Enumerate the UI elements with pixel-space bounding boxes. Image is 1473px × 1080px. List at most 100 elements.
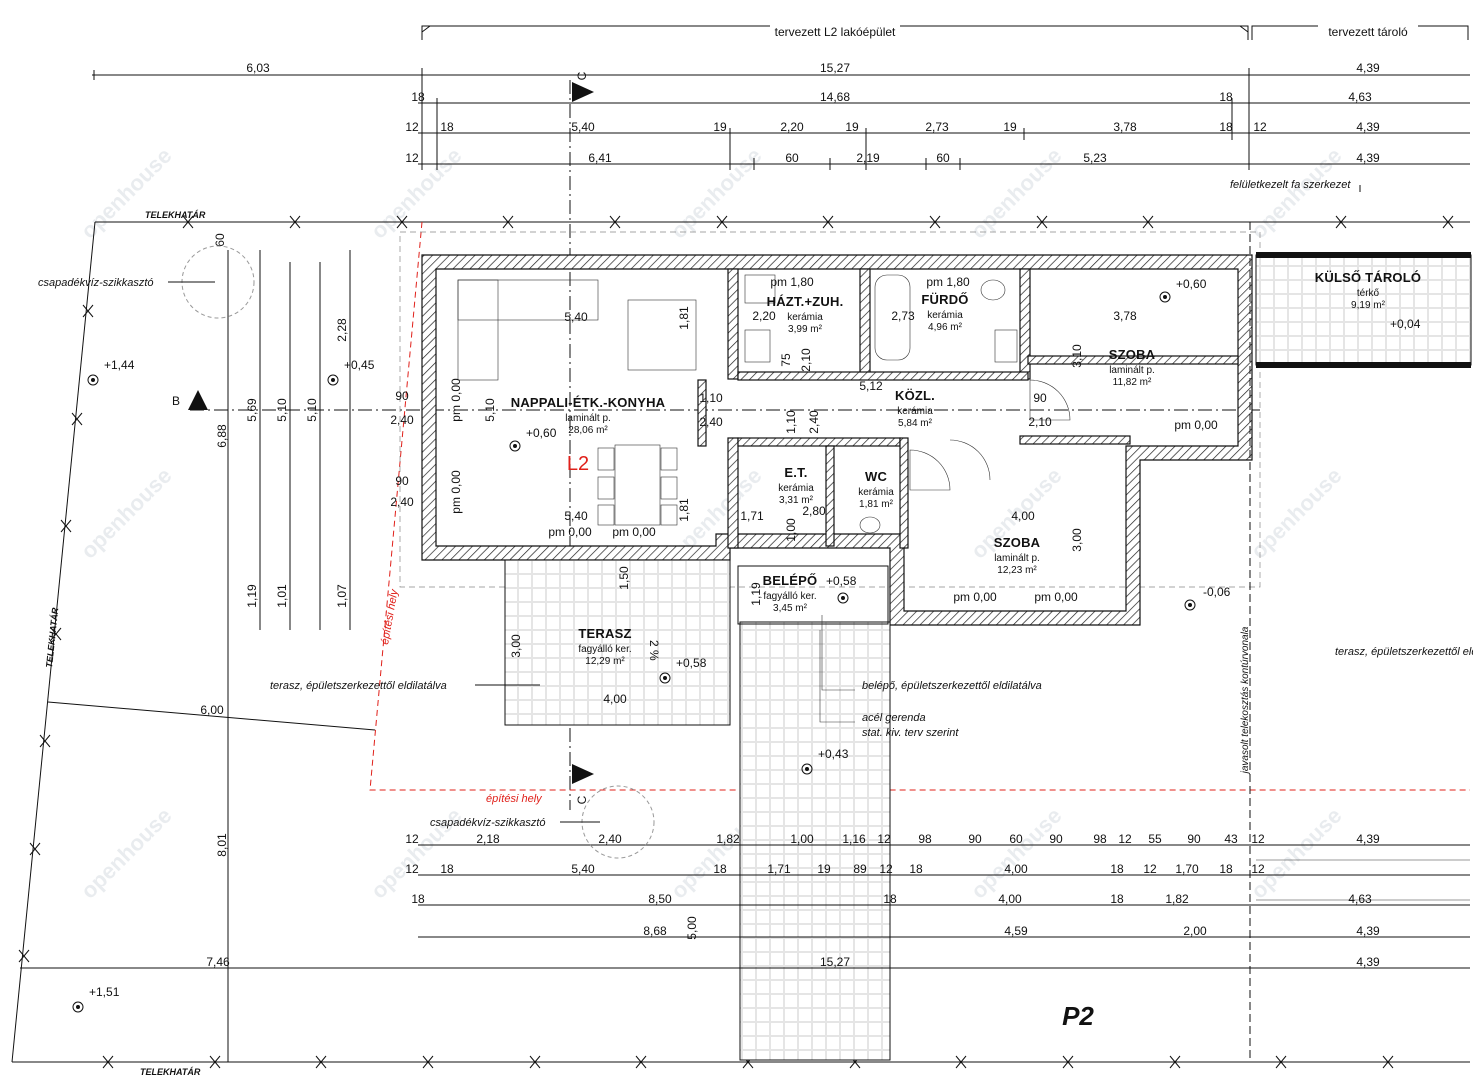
dim-label: 19 <box>817 862 831 876</box>
room-finish: kerámia <box>927 310 963 321</box>
dim-label: 1,82 <box>1165 892 1189 906</box>
room-area: 28,06 m² <box>568 425 608 436</box>
dim-label: 1,19 <box>749 582 763 606</box>
dim-label: 1,07 <box>335 584 349 608</box>
room-finish: térkő <box>1357 288 1380 299</box>
dim-label: 18 <box>411 892 425 906</box>
szikkaszto-note-1: csapadékvíz-szikkasztó <box>38 277 154 289</box>
dim-label: 8,68 <box>643 924 667 938</box>
window-label: pm 0,00 <box>953 590 997 604</box>
dim-label: 12 <box>1253 120 1267 134</box>
dim-label: 3,00 <box>509 634 523 658</box>
dim-label: 12 <box>1118 832 1132 846</box>
dim-label: 12 <box>879 862 893 876</box>
dim-label: 18 <box>883 892 897 906</box>
room-area: 11,82 m² <box>1113 377 1152 388</box>
dim-label: 18 <box>411 90 425 104</box>
dim-label: 18 <box>909 862 923 876</box>
dim-label: 2,40 <box>699 415 723 429</box>
top-dimensions: 6,03 15,27 4,39 18 14,68 18 4,63 12 18 5… <box>92 61 1470 170</box>
dim-label: 6,88 <box>215 424 229 448</box>
furniture <box>457 274 1071 534</box>
dim-label: 19 <box>845 120 859 134</box>
left-dimensions: 6,88 5,69 5,10 5,10 1,19 1,01 1,07 2,28 … <box>47 233 699 1062</box>
dim-label: 1,16 <box>842 832 866 846</box>
dim-label: 14,68 <box>820 90 850 104</box>
section-c-bottom: C <box>575 795 589 804</box>
dim-label: 8,50 <box>648 892 672 906</box>
dim-label: 12 <box>877 832 891 846</box>
dim-label: 12 <box>405 120 419 134</box>
building-zone: építési hely építési hely <box>369 221 1470 805</box>
dim-label: 60 <box>785 151 799 165</box>
section-c-top: C <box>575 71 589 80</box>
dim-label: 4,39 <box>1356 955 1380 969</box>
watermark: openhouse <box>76 463 177 564</box>
room-area: 1,81 m² <box>859 499 894 510</box>
szikkaszto-note-2: csapadékvíz-szikkasztó <box>430 817 546 829</box>
dim-label: 2,80 <box>802 504 826 518</box>
room-finish: fagyálló ker. <box>763 591 816 602</box>
dim-label: 90 <box>1187 832 1201 846</box>
dim-label: 60 <box>213 233 227 247</box>
parking-label: P2 <box>1062 1001 1094 1031</box>
room-name: TERASZ <box>578 626 631 641</box>
dim-label: 19 <box>1003 120 1017 134</box>
level-tarolo: +0,04 <box>1390 317 1421 331</box>
dim-label: 1,00 <box>790 832 814 846</box>
room-finish: kerámia <box>787 312 823 323</box>
dim-label: 2,28 <box>335 318 349 342</box>
watermark: openhouse <box>1246 143 1347 244</box>
dim-label: 2,10 <box>799 348 813 372</box>
dim-label: 19 <box>713 120 727 134</box>
bottom-dimensions: 12 2,18 2,40 1,82 1,00 1,16 12 98 90 60 … <box>20 832 1470 969</box>
level-ground-3: +0,43 <box>818 747 849 761</box>
dim-label: 18 <box>1110 892 1124 906</box>
room-name: NAPPALI-ÉTK.-KONYHA <box>511 395 666 410</box>
dim-label: 98 <box>1093 832 1107 846</box>
dim-label: 60 <box>936 151 950 165</box>
room-area: 12,29 m² <box>585 656 625 667</box>
telekhatar-top: TELEKHATÁR <box>145 210 206 220</box>
dim-label: 5,00 <box>685 916 699 940</box>
dim-label: 2,40 <box>598 832 622 846</box>
dim-label: 12 <box>1251 862 1265 876</box>
dim-label: 6,00 <box>200 703 224 717</box>
room-name: KÖZL. <box>895 388 935 403</box>
room-name: SZOBA <box>1109 347 1156 362</box>
dim-label: 18 <box>1219 120 1233 134</box>
dim-label: 18 <box>1219 90 1233 104</box>
dim-label: 18 <box>440 862 454 876</box>
level-szoba: +0,60 <box>1176 277 1207 291</box>
buildable-label-1: építési hely <box>379 587 401 645</box>
room-area: 3,45 m² <box>773 603 808 614</box>
dim-label: 90 <box>1049 832 1063 846</box>
gerenda-note-2: stat. kiv. terv szerint <box>862 727 959 739</box>
telekhatar-left: TELEKHATÁR <box>44 607 60 669</box>
gerenda-note-1: acél gerenda <box>862 712 926 724</box>
dim-label: 1,81 <box>677 498 691 522</box>
dim-label: 98 <box>918 832 932 846</box>
interior-dimensions: 5,40 5,40 2,20 2,73 3,78 1,10 2,40 5,12 … <box>390 306 1137 706</box>
watermark: openhouse <box>1246 463 1347 564</box>
room-area: 3,31 m² <box>779 495 814 506</box>
level-markers: +0,60 +0,60 +0,58 +0,58 +1,44 +0,45 +0,4… <box>72 277 1231 1013</box>
dim-label: 4,00 <box>1004 862 1028 876</box>
header-brackets: tervezett L2 lakóépület tervezett tároló <box>421 24 1469 40</box>
dim-label: 8,01 <box>215 833 229 857</box>
dim-label: 4,39 <box>1356 120 1380 134</box>
watermark: openhouse <box>76 143 177 244</box>
property-boundary: TELEKHATÁR TELEKHATÁR TELEKHATÁR <box>11 210 1470 1077</box>
window-label: pm 0,00 <box>548 525 592 539</box>
dim-label: 3,78 <box>1113 120 1137 134</box>
dim-label: 4,00 <box>603 692 627 706</box>
window-label: pm 0,00 <box>612 525 656 539</box>
dim-label: 5,10 <box>305 398 319 422</box>
dim-label: 2,73 <box>891 309 915 323</box>
dim-label: 1,81 <box>677 306 691 330</box>
dim-label: 4,00 <box>998 892 1022 906</box>
dim-label: 6,03 <box>246 61 270 75</box>
watermark: openhouse <box>966 143 1067 244</box>
dim-label: 2,18 <box>476 832 500 846</box>
storage-label: tervezett tároló <box>1328 25 1408 39</box>
